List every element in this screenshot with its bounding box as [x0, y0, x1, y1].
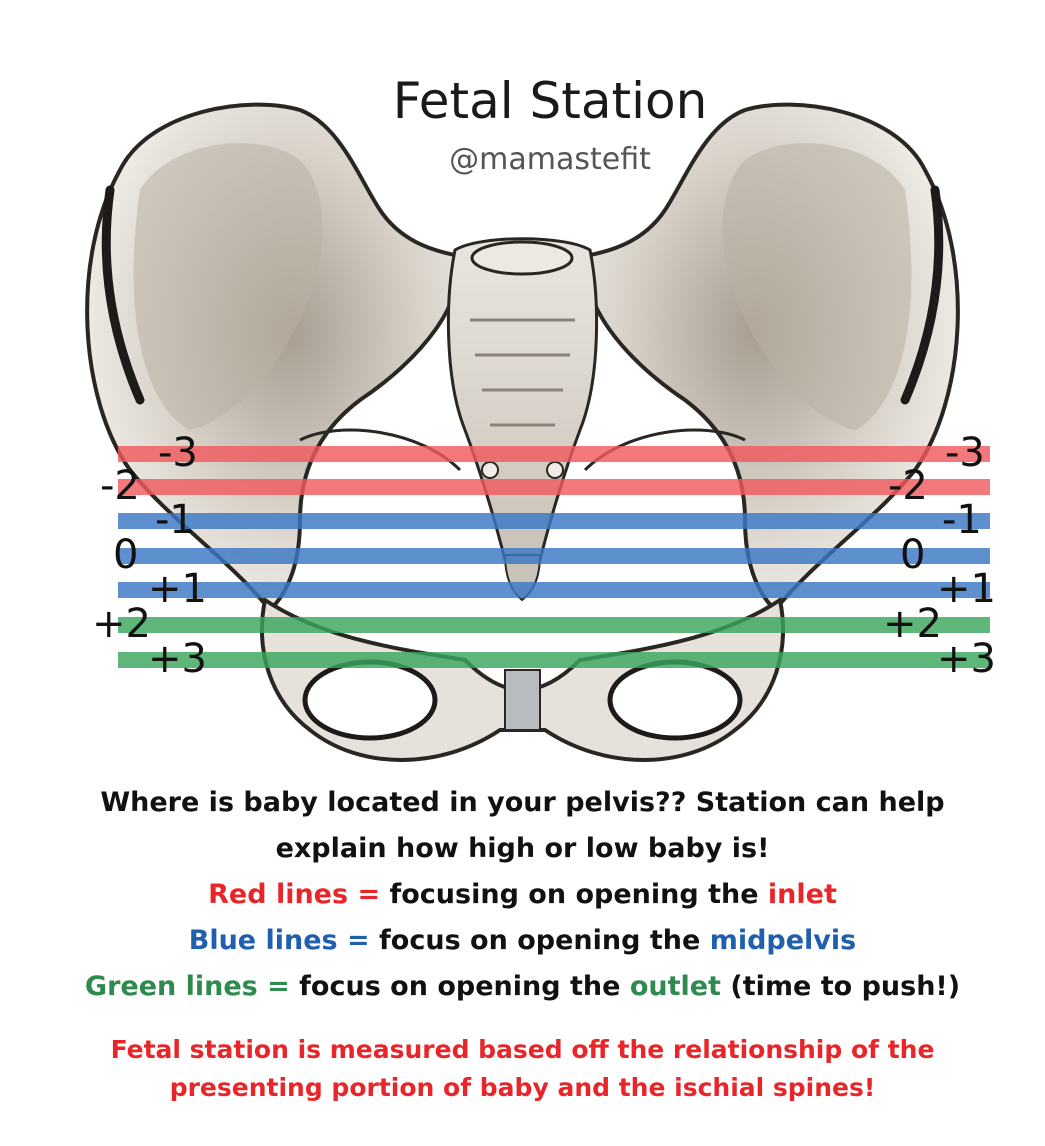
legend-green-key: outlet	[629, 971, 721, 1002]
station-label-right-+1: +1	[937, 566, 996, 612]
station-label-right-+3: +3	[937, 636, 996, 682]
legend-blue-text: focus on opening the	[369, 925, 710, 956]
station-label-left--1: -1	[155, 497, 195, 543]
station-label-right--3: -3	[945, 430, 985, 476]
station-label-left--3: -3	[158, 430, 198, 476]
footnote-line-1: Fetal station is measured based off the …	[110, 1035, 935, 1064]
station-line-+3	[118, 652, 990, 668]
legend-green-tail: (time to push!)	[720, 971, 961, 1002]
station-line-0	[118, 548, 990, 564]
legend-red-text: focusing on opening the	[380, 879, 768, 910]
station-label-left-+1: +1	[148, 566, 207, 612]
left-obturator-foramen	[302, 659, 438, 741]
station-label-right-+2: +2	[883, 601, 942, 647]
station-line-+1	[118, 582, 990, 598]
station-line--1	[118, 513, 990, 529]
legend-red-key: inlet	[767, 879, 837, 910]
pubic-symphysis	[504, 669, 541, 731]
station-label-left-+2: +2	[92, 601, 151, 647]
station-label-left-+3: +3	[148, 636, 207, 682]
station-label-left-0: 0	[113, 532, 138, 578]
legend-red: Red lines = focusing on opening the inle…	[0, 877, 1045, 913]
legend-red-lead: Red lines =	[208, 879, 381, 910]
station-line--2	[118, 479, 990, 495]
legend-blue: Blue lines = focus on opening the midpel…	[0, 923, 1045, 959]
station-line--3	[118, 446, 990, 462]
legend-green: Green lines = focus on opening the outle…	[0, 969, 1045, 1005]
caption-line-1: Where is baby located in your pelvis?? S…	[100, 787, 945, 818]
station-line-+2	[118, 617, 990, 633]
legend-green-text: focus on opening the	[289, 971, 630, 1002]
legend-blue-key: midpelvis	[709, 925, 857, 956]
station-label-right--1: -1	[942, 497, 982, 543]
footnote-line-2: presenting portion of baby and the ischi…	[169, 1073, 876, 1102]
diagram-title: Fetal Station	[392, 72, 708, 130]
caption-line-2: explain how high or low baby is!	[275, 833, 770, 864]
station-label-left--2: -2	[100, 463, 140, 509]
legend-green-lead: Green lines =	[84, 971, 290, 1002]
sacrum	[446, 237, 599, 562]
author-handle: @mamastefit	[449, 142, 651, 177]
station-label-right--2: -2	[888, 463, 928, 509]
station-lines	[118, 446, 990, 668]
legend-blue-lead: Blue lines =	[188, 925, 370, 956]
right-obturator-foramen	[607, 659, 743, 741]
station-label-right-0: 0	[900, 532, 925, 578]
